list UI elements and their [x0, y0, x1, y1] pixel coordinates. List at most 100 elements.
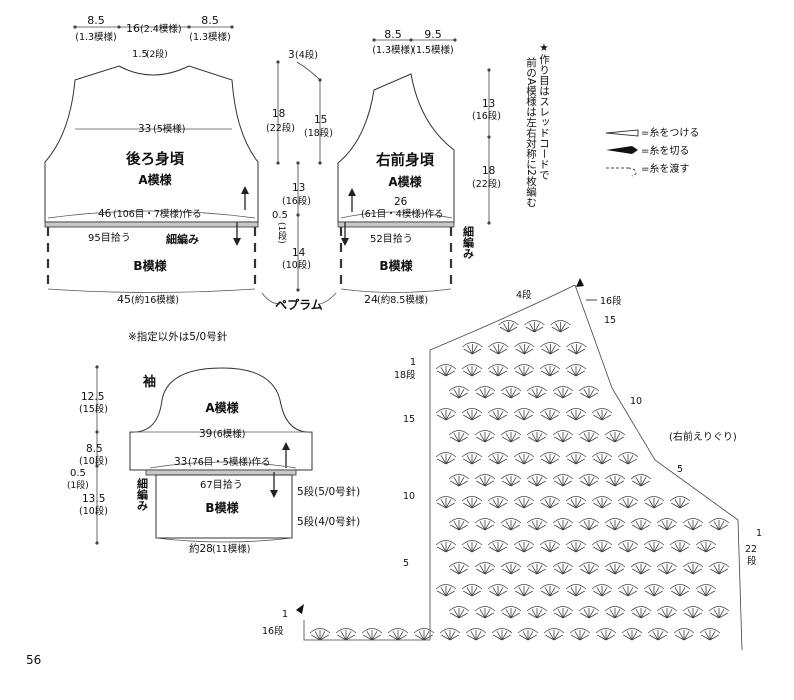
cut-yarn-icon	[296, 604, 304, 614]
note-line-1: ★作り目はスレッドコードで	[538, 42, 550, 180]
middle-dimensions: 3 (4段) 18 (22段) 15 (18段) 13 (16段) 0.5 (1…	[261, 49, 337, 312]
front-pattern-a: A模様	[388, 174, 422, 189]
sleeve-ribbing: 細編み	[136, 477, 149, 512]
sleeve-cast-on: 33	[174, 456, 187, 468]
sleeve-cast-on-sub: (76目・5模様)作る	[188, 456, 271, 468]
chart-row-15: 15	[604, 315, 616, 326]
crochet-stitch-chart: (右前えりぐり) 4段 16段 15 1 18段 10 15 10 5 5 1 …	[262, 278, 762, 651]
chart-row-22-suffix: 段	[747, 555, 757, 567]
chart-row-16-top: 16段	[600, 295, 622, 307]
sleeve-bottom: 約28	[189, 542, 213, 555]
sleeve-0-5: 0.5	[70, 468, 86, 479]
right-dim-13-sub: (16段)	[472, 110, 501, 122]
back-cast-on: 46	[98, 208, 112, 220]
chart-row-10: 10	[630, 396, 642, 407]
sleeve-12-5: 12.5	[81, 391, 104, 403]
note-line-2: 前のA模様は左右対称に2枚編む	[525, 56, 537, 207]
chart-row-5b: 5	[403, 558, 409, 569]
sleeve-pattern-b: B模様	[205, 500, 239, 515]
sleeve-rows-1: 5段(5/0号針)	[297, 485, 360, 498]
front-top-left: 8.5	[384, 28, 402, 41]
front-top-left-sub: (1.3模様)	[372, 44, 414, 56]
chart-row-1c: 1	[282, 609, 288, 620]
dim-15-sub: (18段)	[304, 127, 333, 139]
legend-attach: =糸をつける	[641, 127, 699, 139]
back-bodice: 8.5 (1.3模様) 16 (2.4模様) 8.5 (1.3模様) 1.5 (…	[44, 14, 259, 306]
back-top-right: 8.5	[201, 14, 219, 27]
sleeve-pickup: 67目拾う	[200, 478, 243, 491]
dim-3: 3	[288, 49, 295, 61]
dim-13-sub: (16段)	[282, 195, 311, 207]
front-ribbing: 細編み	[462, 225, 475, 260]
back-ribbing: 細編み	[166, 232, 199, 246]
peplum-label: ペプラム	[275, 297, 323, 312]
back-top-mid-sub: (2.4模様)	[140, 23, 182, 35]
sleeve-0-5-sub: (1段)	[67, 479, 89, 491]
back-top-left: 8.5	[87, 14, 105, 27]
right-dim-18: 18	[482, 165, 495, 177]
chart-row-10b: 10	[403, 491, 415, 502]
front-top-right-sub: (1.5模様)	[412, 44, 454, 56]
chart-row-5: 5	[677, 464, 683, 475]
chart-caption: (右前えりぐり)	[669, 430, 737, 443]
back-neck-sub: (2段)	[146, 48, 168, 60]
back-top-left-sub: (1.3模様)	[75, 31, 117, 43]
back-pattern-b: B模様	[133, 258, 167, 273]
front-top-right: 9.5	[424, 28, 442, 41]
sleeve-pattern-a: A模様	[205, 400, 239, 415]
dim-18-sub: (22段)	[266, 122, 295, 134]
sleeve-width: 39	[199, 428, 212, 440]
dim-14: 14	[292, 247, 306, 259]
front-title: 右前身頃	[376, 151, 434, 169]
dim-15: 15	[314, 114, 327, 126]
front-bottom: 24	[364, 293, 378, 306]
dim-0-5: 0.5	[272, 210, 288, 221]
front-pattern-b: B模様	[379, 258, 413, 273]
chart-row-18: 18段	[394, 369, 416, 381]
chart-row-16-bottom: 16段	[262, 625, 284, 637]
sleeve-13-5: 13.5	[82, 493, 105, 505]
right-front-bodice: 8.5 (1.3模様) 9.5 (1.5模様) 右前身頃 A模様 26 (61目…	[337, 28, 475, 306]
right-dim-18-sub: (22段)	[472, 178, 501, 190]
chart-fans	[309, 320, 730, 641]
dim-14-sub: (10段)	[282, 259, 311, 271]
back-width: 33	[138, 123, 151, 135]
chart-row-1b: 1	[756, 528, 762, 539]
sleeve-bottom-sub: (11模様)	[212, 543, 251, 555]
chart-row-22: 22	[745, 544, 757, 555]
cut-yarn-icon	[606, 146, 638, 154]
sleeve-rows-2: 5段(4/0号針)	[297, 515, 360, 528]
chart-row-4-label: 4段	[516, 289, 532, 301]
front-pickup: 52目拾う	[370, 232, 413, 245]
sleeve: 袖 12.5 (15段) 8.5 (10段) 0.5 (1段) 13.5 (10…	[67, 365, 360, 555]
chart-row-1a: 1	[410, 357, 416, 368]
page-number: 56	[26, 653, 41, 667]
back-width-sub: (5模様)	[153, 123, 185, 135]
back-top-mid: 16	[126, 22, 140, 35]
back-bottom: 45	[117, 293, 131, 306]
back-pickup: 95目拾う	[88, 231, 131, 244]
back-cast-on-sub: (106目・7模様)作る	[113, 208, 202, 220]
back-bottom-sub: (約16模様)	[131, 294, 179, 306]
cut-yarn-icon	[576, 278, 584, 287]
legend-cut: =糸を切る	[641, 145, 689, 157]
sleeve-8-5-sub: (10段)	[79, 455, 108, 467]
legend-carry: =糸を渡す	[641, 162, 689, 175]
sleeve-title: 袖	[143, 374, 156, 390]
back-neck: 1.5	[132, 49, 148, 60]
dim-3-sub: (4段)	[295, 49, 318, 61]
right-dim-13: 13	[482, 98, 495, 110]
back-title: 後ろ身頃	[126, 150, 184, 168]
symbol-legend: =糸をつける =糸を切る =糸を渡す	[605, 127, 699, 177]
back-top-right-sub: (1.3模様)	[189, 31, 231, 43]
sleeve-12-5-sub: (15段)	[79, 403, 108, 415]
sleeve-width-sub: (6模様)	[213, 428, 245, 440]
front-cast-on-sub: (61目・4模様)作る	[361, 208, 444, 220]
chart-row-15b: 15	[403, 414, 415, 425]
attach-yarn-icon	[605, 129, 639, 137]
sleeve-13-5-sub: (10段)	[79, 505, 108, 517]
vertical-note: ★作り目はスレッドコードで 前のA模様は左右対称に2枚編む	[525, 42, 550, 207]
dim-13: 13	[292, 182, 305, 194]
dim-0-5-sub: (1段)	[276, 222, 287, 244]
